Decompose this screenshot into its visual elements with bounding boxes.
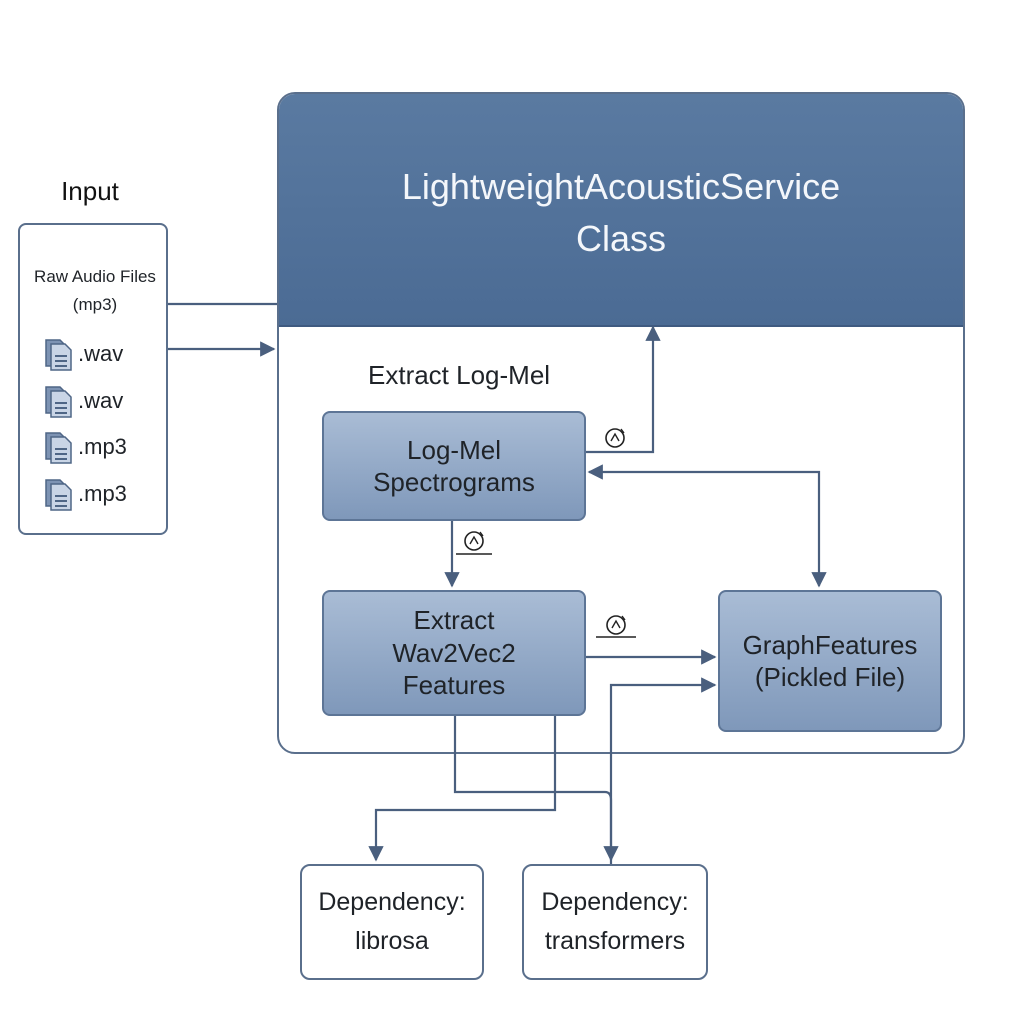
node-label: Spectrograms	[373, 467, 535, 497]
node-label: GraphFeatures	[742, 629, 918, 660]
wav2vec2-features-node: Extract Wav2Vec2 Features	[322, 590, 586, 716]
file-item: .wav	[42, 336, 123, 372]
logmel-spectrograms-node: Log-Mel Spectrograms	[322, 411, 586, 521]
file-label: .mp3	[78, 434, 127, 459]
graph-features-node: GraphFeatures (Pickled File)	[718, 590, 942, 732]
node-label: Features	[402, 670, 506, 701]
file-item: .mp3	[42, 429, 127, 465]
file-label: .wav	[78, 388, 124, 413]
input-caption-format: (mp3)	[72, 295, 118, 314]
node-label: (Pickled File)	[754, 662, 906, 692]
input-caption: Raw Audio Files	[34, 267, 156, 286]
document-icon	[45, 386, 72, 418]
service-class-header: LightweightAcousticService Class	[279, 94, 963, 327]
input-panel: Raw Audio Files (mp3) .wav .wav .mp	[18, 223, 168, 535]
file-label: .wav	[78, 341, 124, 366]
file-item: .mp3	[42, 476, 127, 512]
document-icon	[45, 479, 72, 511]
file-label: .mp3	[78, 481, 127, 506]
node-label: Extract	[413, 605, 495, 636]
dependency-name: librosa	[355, 927, 429, 955]
document-icon	[45, 432, 72, 464]
dependency-name: transformers	[544, 927, 686, 955]
dependency-librosa-box: Dependency: librosa	[300, 864, 484, 980]
dependency-label: Dependency:	[541, 888, 689, 917]
document-icon	[45, 339, 72, 371]
node-label: Wav2Vec2	[392, 637, 516, 668]
service-class-title: LightweightAcousticService	[401, 166, 841, 207]
service-class-subtitle: Class	[575, 218, 667, 259]
dependency-label: Dependency:	[318, 888, 466, 917]
file-item: .wav	[42, 383, 123, 419]
section-label: Extract Log-Mel	[368, 360, 551, 390]
input-title: Input	[61, 176, 119, 206]
node-label: Log-Mel	[407, 434, 501, 465]
dependency-transformers-box: Dependency: transformers	[522, 864, 708, 980]
